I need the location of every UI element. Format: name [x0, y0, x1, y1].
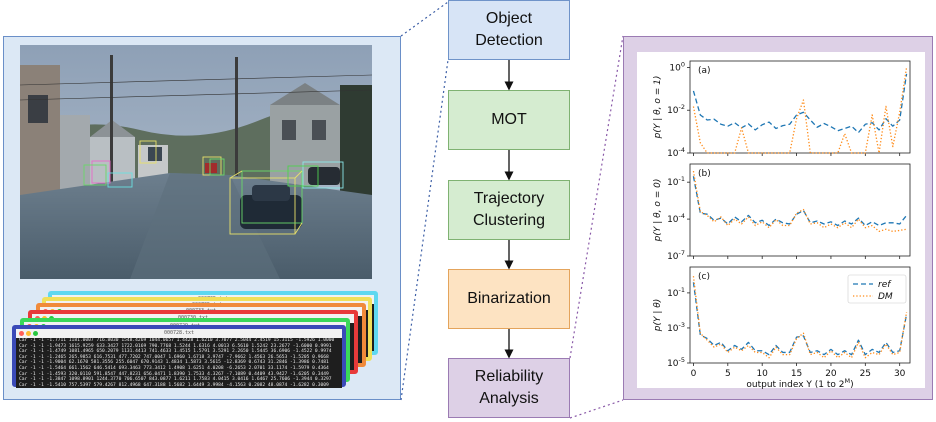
x-tick-label: 10 — [756, 369, 768, 379]
series-line-DM — [692, 276, 908, 359]
terminal-line: Car -1 -1 -1.2465 265.9853 616.7531 477.… — [19, 354, 329, 360]
stage-object-detection: Object Detection — [448, 0, 570, 60]
stage-object-detection-line2: Detection — [475, 32, 543, 49]
stage-trajectory-clustering: Trajectory Clustering — [448, 180, 570, 240]
y-tick-label: 10-2 — [667, 103, 685, 116]
terminal-line: Car -1 -1 -1.4593 320.0110 591.8547 447.… — [19, 371, 329, 377]
series-line-ref — [692, 73, 908, 134]
x-tick-label: 5 — [725, 369, 731, 379]
stage-reliability-analysis-line1: Reliability — [474, 368, 544, 385]
panel-label: (a) — [698, 66, 711, 76]
y-tick-label: 10-5 — [667, 356, 685, 369]
panel-label: (b) — [698, 169, 711, 179]
terminal-line: Car -1 -1 -1.9473 1615.9259 633.3427 172… — [19, 343, 332, 349]
terminal-line: Car -1 -1 -1.5410 757.5397 579.4267 812.… — [19, 382, 329, 388]
y-tick-label: 10-4 — [667, 146, 685, 159]
x-tick-label: 25 — [860, 369, 871, 379]
x-tick-label: 30 — [894, 369, 906, 379]
legend-box — [847, 274, 907, 304]
y-axis-label: p(Y | θ, o = 0) — [653, 179, 663, 243]
window-control-icon — [33, 331, 38, 336]
terminal-line: Car -1 -1 -1.4749 1081.4965 650.2079 113… — [19, 349, 332, 355]
y-axis-label: p(Y | θ) — [653, 299, 663, 333]
stage-mot-label: MOT — [491, 111, 527, 128]
series-line-DM — [692, 67, 908, 154]
plot-frame — [689, 163, 911, 257]
terminal-filename: 000728.txt — [163, 330, 195, 336]
terminal-line: Car -1 -1 -1.5464 661.1562 646.5414 693.… — [19, 365, 329, 371]
y-tick-label: 10-3 — [667, 321, 685, 334]
street-scene-image — [20, 45, 372, 279]
stage-trajectory-clustering-line2: Clustering — [472, 212, 546, 229]
window-control-icon — [19, 331, 24, 336]
stage-trajectory-clustering-line1: Trajectory — [473, 190, 545, 207]
plot-frame — [689, 60, 911, 154]
x-axis-label: output index Y (1 to 2M) — [746, 377, 853, 390]
zoom-line-bottom-right — [569, 399, 624, 419]
terminal-line: Car -1 -1 -1.7711 1181.0007 716.8030 154… — [19, 338, 335, 343]
x-tick-label: 20 — [825, 369, 837, 379]
y-tick-label: 10-1 — [667, 286, 685, 299]
zoom-line-bottom-left — [400, 59, 449, 401]
x-tick-label: 15 — [791, 369, 802, 379]
stage-reliability-analysis-line2: Analysis — [479, 390, 539, 407]
stage-reliability-analysis: Reliability Analysis — [448, 358, 570, 418]
y-tick-label: 100 — [669, 60, 685, 73]
y-tick-label: 10-7 — [667, 249, 685, 262]
y-axis-label: p(Y | θ, o = 1) — [653, 76, 663, 140]
terminal-titlebar: 000728.txt — [16, 329, 342, 338]
y-tick-label: 10-1 — [667, 175, 685, 188]
legend-label-DM: DM — [878, 292, 893, 302]
panel-label: (c) — [698, 272, 710, 282]
zoom-line-top-right — [569, 35, 624, 359]
window-control-icon — [26, 331, 31, 336]
terminal-line: Car -1 -1 -1.9004 62.1670 581.3556 255.6… — [19, 360, 329, 366]
stage-binarization: Binarization — [448, 269, 570, 329]
legend-label-ref: ref — [878, 280, 892, 290]
y-tick-label: 10-4 — [667, 212, 685, 225]
series-line-DM — [692, 170, 907, 233]
series-line-ref — [692, 282, 908, 356]
x-tick-label: 0 — [691, 369, 697, 379]
series-line-ref — [692, 176, 908, 227]
terminal-line: Car -1 -1 -1.3847 1098.8901 1244.3770 70… — [19, 377, 332, 383]
stage-object-detection-line1: Object — [485, 10, 533, 27]
stage-binarization-label: Binarization — [467, 290, 551, 307]
